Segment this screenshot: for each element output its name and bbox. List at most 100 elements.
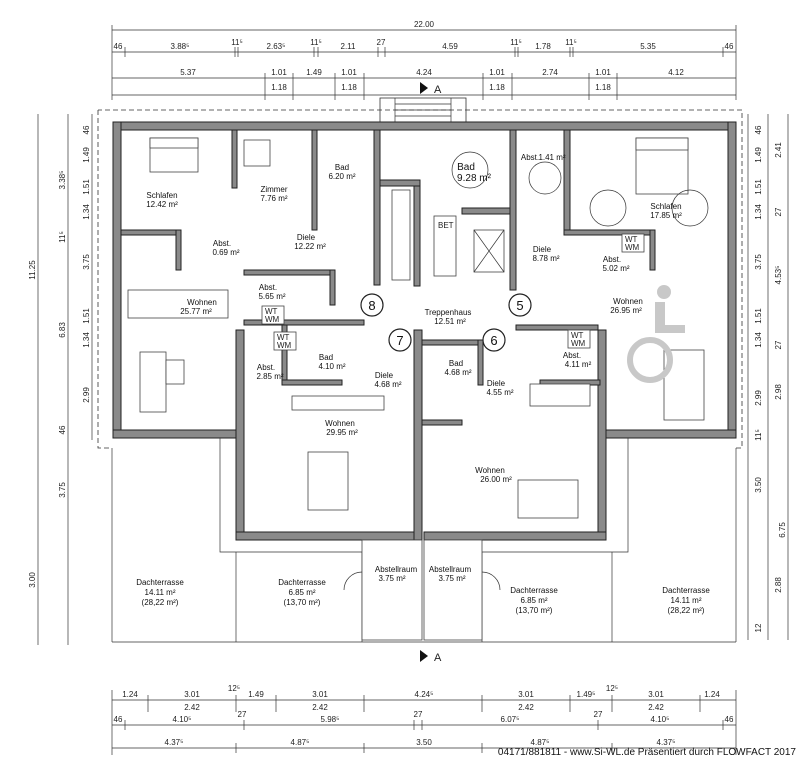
- svg-text:1.51: 1.51: [82, 179, 91, 195]
- dim-bottom-row3: 46 4.10⁵ 27 5.98⁵ 27 6.07⁵ 27 4.10⁵ 46: [114, 710, 734, 724]
- svg-text:WM: WM: [277, 341, 292, 350]
- unit-number: 5: [516, 298, 523, 313]
- room-name: Abst.: [603, 255, 621, 264]
- room-name: Abst.: [257, 363, 275, 372]
- svg-text:1.18: 1.18: [489, 83, 505, 92]
- svg-text:11⁵: 11⁵: [310, 38, 322, 47]
- svg-text:3.75: 3.75: [58, 482, 67, 498]
- svg-text:1.18: 1.18: [595, 83, 611, 92]
- room-area: 6.20 m²: [328, 172, 355, 181]
- svg-text:1.34: 1.34: [82, 204, 91, 220]
- svg-text:1.34: 1.34: [82, 332, 91, 348]
- terrace-name: Dachterrasse: [510, 586, 558, 595]
- svg-text:27: 27: [414, 710, 423, 719]
- svg-text:46: 46: [82, 125, 91, 134]
- room-name: Diele: [533, 245, 552, 254]
- bottom-dimension-chains: 1.24 3.01 12⁵ 1.49 3.01 4.24⁵ 3.01 1.49⁵…: [111, 684, 737, 755]
- terrace-name: Dachterrasse: [278, 578, 326, 587]
- svg-text:46: 46: [725, 715, 734, 724]
- room-area: 1.41 m²: [538, 153, 565, 162]
- svg-text:3.75: 3.75: [754, 254, 763, 270]
- svg-text:WT: WT: [571, 331, 584, 340]
- svg-text:3.75: 3.75: [82, 254, 91, 270]
- room-name: Abst.: [563, 351, 581, 360]
- svg-text:1.01: 1.01: [341, 68, 357, 77]
- svg-text:WM: WM: [265, 315, 280, 324]
- svg-text:1.49: 1.49: [82, 147, 91, 163]
- svg-text:1.51: 1.51: [754, 308, 763, 324]
- room-name: Wohnen: [325, 419, 355, 428]
- svg-text:46: 46: [58, 425, 67, 434]
- svg-text:1.24: 1.24: [122, 690, 138, 699]
- room-area: 0.69 m²: [212, 248, 239, 257]
- svg-text:3.01: 3.01: [518, 690, 534, 699]
- svg-text:2.99: 2.99: [754, 390, 763, 406]
- svg-text:1.78: 1.78: [535, 42, 551, 51]
- terrace-name: Dachterrasse: [662, 586, 710, 595]
- svg-text:3.01: 3.01: [184, 690, 200, 699]
- svg-text:WT: WT: [625, 235, 638, 244]
- unit-number: 7: [396, 333, 403, 348]
- room-name: Zimmer: [260, 185, 287, 194]
- room-area: 8.78 m²: [532, 254, 559, 263]
- svg-text:11⁵: 11⁵: [231, 38, 243, 47]
- svg-text:1.49: 1.49: [754, 147, 763, 163]
- svg-text:46: 46: [114, 42, 123, 51]
- svg-text:4.24⁵: 4.24⁵: [415, 690, 434, 699]
- svg-text:1.49: 1.49: [306, 68, 322, 77]
- svg-text:A: A: [434, 652, 442, 664]
- terrace-area: 6.85 m²: [520, 596, 547, 605]
- svg-text:1.49: 1.49: [248, 690, 264, 699]
- room-name: Bad: [449, 359, 463, 368]
- svg-text:4.37⁵: 4.37⁵: [657, 738, 676, 747]
- furniture: BET: [127, 137, 709, 519]
- svg-text:4.87⁵: 4.87⁵: [531, 738, 550, 747]
- room-name: Abst.: [521, 153, 539, 162]
- svg-text:2.42: 2.42: [184, 703, 200, 712]
- terrace-area: 14.11 m²: [671, 596, 702, 605]
- svg-text:1.49⁵: 1.49⁵: [577, 690, 596, 699]
- svg-text:2.63⁵: 2.63⁵: [267, 42, 286, 51]
- left-dimension-chains: 11.25 3.00 3.38⁵ 11⁵ 6.83 46 3.75 46 1.4…: [28, 114, 93, 645]
- svg-text:5.98⁵: 5.98⁵: [321, 715, 340, 724]
- room-area: 4.10 m²: [318, 362, 345, 371]
- svg-text:3.38⁵: 3.38⁵: [58, 171, 67, 190]
- svg-text:2.42: 2.42: [648, 703, 664, 712]
- dim-row1: 46 3.88⁵ 11⁵ 2.63⁵ 11⁵ 2.11 27 4.59 11⁵ …: [114, 38, 734, 51]
- room-name: Schlafen: [650, 202, 681, 211]
- svg-text:1.01: 1.01: [489, 68, 505, 77]
- svg-text:11⁵: 11⁵: [754, 429, 763, 441]
- terrace-half: (28,22 m²): [668, 606, 705, 615]
- svg-text:5.37: 5.37: [180, 68, 196, 77]
- svg-text:12⁵: 12⁵: [606, 684, 618, 693]
- room-name: Abst.: [259, 283, 277, 292]
- svg-text:4.12: 4.12: [668, 68, 684, 77]
- dim-overall: 22.00: [414, 20, 435, 29]
- room-area: 7.76 m²: [260, 194, 287, 203]
- svg-text:11.25: 11.25: [28, 260, 37, 280]
- room-name: Bad: [457, 162, 475, 173]
- svg-text:2.74: 2.74: [542, 68, 558, 77]
- svg-text:1.51: 1.51: [82, 308, 91, 324]
- terrace-name: Dachterrasse: [136, 578, 184, 587]
- svg-text:2.42: 2.42: [312, 703, 328, 712]
- svg-text:27: 27: [774, 340, 783, 349]
- room-area: 17.85 m²: [650, 211, 682, 220]
- svg-text:WM: WM: [571, 339, 586, 348]
- room-name: Wohnen: [187, 298, 217, 307]
- room-area: 29.95 m²: [326, 428, 358, 437]
- svg-text:2.41: 2.41: [774, 142, 783, 158]
- room-name: Wohnen: [475, 466, 505, 475]
- svg-text:A: A: [434, 84, 442, 96]
- terrace-area: 14.11 m²: [145, 588, 176, 597]
- svg-text:1.18: 1.18: [341, 83, 357, 92]
- svg-text:46: 46: [754, 125, 763, 134]
- room-area: 2.85 m²: [256, 372, 283, 381]
- svg-text:1.01: 1.01: [595, 68, 611, 77]
- svg-text:46: 46: [725, 42, 734, 51]
- svg-text:27: 27: [774, 207, 783, 216]
- room-name: Diele: [375, 371, 394, 380]
- svg-text:3.88⁵: 3.88⁵: [171, 42, 190, 51]
- room-name: Treppenhaus: [425, 308, 472, 317]
